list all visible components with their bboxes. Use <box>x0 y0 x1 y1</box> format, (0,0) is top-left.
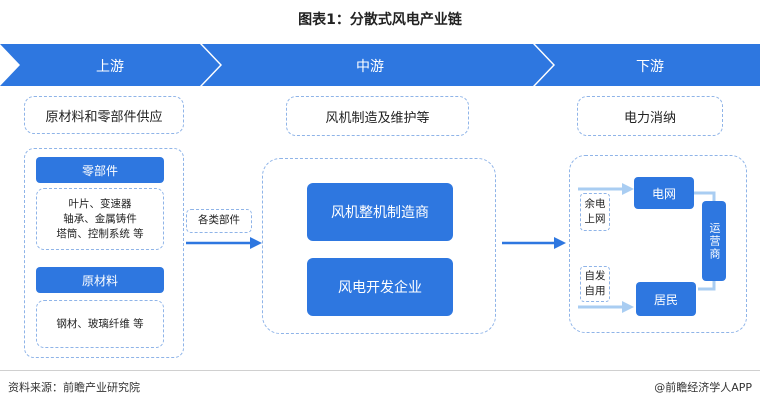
stage-midstream-label: 中游 <box>356 59 384 75</box>
upstream-heading: 原材料和零部件供应 <box>24 96 184 134</box>
operator-box: 运营商 <box>702 201 726 281</box>
turbine-manufacturer-box: 风机整机制造商 <box>307 183 453 241</box>
surplus-to-grid-note: 余电 上网 <box>580 193 610 231</box>
parts-list: 叶片、变速器 轴承、金属铸件 塔筒、控制系统 等 <box>36 188 164 250</box>
self-use-note: 自发 自用 <box>580 266 610 302</box>
stage-upstream-label: 上游 <box>96 59 124 75</box>
materials-item: 钢材、玻璃纤维 等 <box>56 318 144 330</box>
page-title: 图表1：分散式风电产业链 <box>298 12 462 28</box>
parts-label: 零部件 <box>36 157 164 183</box>
connector-label-box: 各类部件 <box>186 209 252 233</box>
downstream-container <box>569 155 747 333</box>
upstream-container <box>24 148 184 358</box>
midstream-heading: 风机制造及维护等 <box>286 96 469 136</box>
residents-box: 居民 <box>636 282 696 316</box>
parts-item: 叶片、变速器 <box>68 198 132 210</box>
downstream-flows <box>578 183 716 313</box>
downstream-heading: 电力消纳 <box>577 96 723 136</box>
parts-arrow <box>186 237 262 249</box>
chevron-downstream <box>535 44 760 86</box>
midstream-container <box>262 158 496 334</box>
footer-source: 资料来源：前瞻产业研究院 <box>8 381 140 394</box>
parts-item: 塔筒、控制系统 等 <box>56 228 144 240</box>
stage-band <box>0 44 760 86</box>
materials-list: 钢材、玻璃纤维 等 <box>36 300 164 348</box>
stage-downstream-label: 下游 <box>636 59 664 75</box>
footer-divider <box>0 370 760 371</box>
footer-brand: @前瞻经济学人APP <box>654 381 752 394</box>
chevron-upstream <box>0 44 220 86</box>
materials-label: 原材料 <box>36 267 164 293</box>
chevron-midstream <box>202 44 553 86</box>
connector-label: 各类部件 <box>198 214 240 226</box>
grid-box: 电网 <box>634 177 694 209</box>
parts-item: 轴承、金属铸件 <box>63 213 137 225</box>
supply-arrow <box>502 237 566 249</box>
wind-developer-box: 风电开发企业 <box>307 258 453 316</box>
